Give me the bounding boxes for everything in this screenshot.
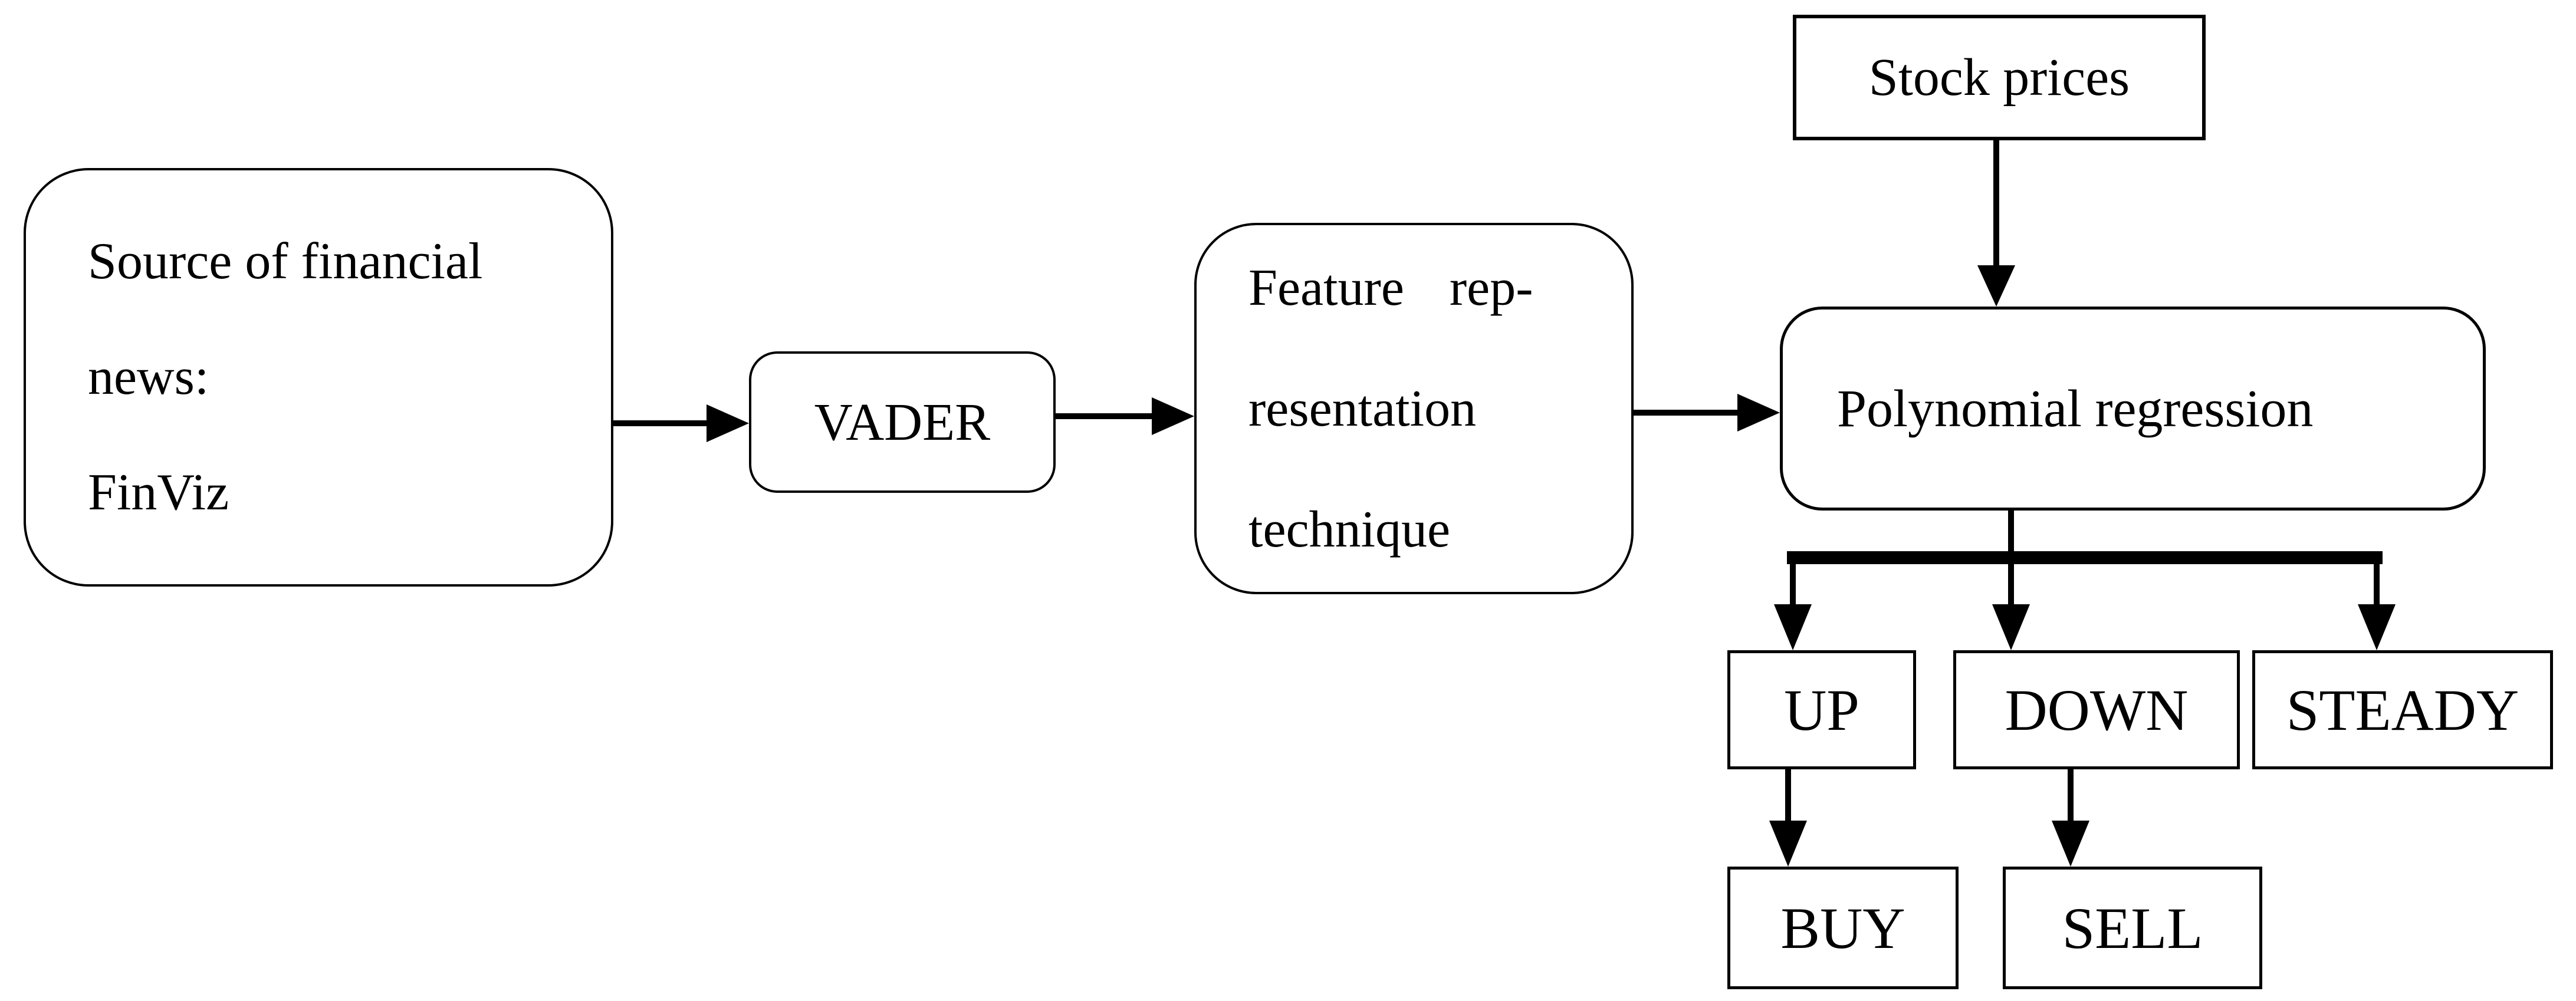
arrow-source-to-vader-line [612,420,707,426]
node-label: Stock prices [1868,48,2130,107]
node-label: news: [88,348,209,406]
node-label: BUY [1780,895,1905,961]
arrowhead-down-icon [1992,604,2030,650]
node-down: DOWN [1953,650,2240,769]
arrowhead-down-icon [2358,604,2396,650]
node-label: resentation [1248,380,1477,437]
node-label: STEADY [2286,677,2519,743]
node-feature-representation-technique: Feature rep- resentation technique [1194,223,1634,594]
node-label: UP [1784,677,1859,743]
arrowhead-right-icon [707,404,749,442]
arrowhead-right-icon [1152,397,1194,435]
node-label: Feature rep- [1248,259,1533,317]
arrow-stock-to-polynomial-line [1993,139,1999,266]
arrow-branch-to-up-line [1790,563,1796,604]
arrowhead-down-icon [1774,604,1812,650]
node-label: DOWN [2005,677,2189,743]
node-label: VADER [814,393,991,452]
node-stock-prices: Stock prices [1793,15,2206,140]
arrowhead-right-icon [1737,394,1780,432]
arrow-feature-to-polynomial-line [1632,410,1739,416]
node-up: UP [1727,650,1916,769]
branch-distribution-bar [1787,551,2383,564]
arrow-branch-to-steady-line [2374,563,2380,604]
node-label: Polynomial regression [1837,379,2314,438]
arrowhead-down-icon [1769,821,1807,867]
node-sell: SELL [2003,867,2262,989]
node-label: Source of financial [88,233,483,290]
node-label: technique [1248,500,1451,558]
node-source-of-financial-news: Source of financial news: FinViz [24,168,613,587]
node-steady: STEADY [2252,650,2553,769]
node-label: FinViz [88,464,229,521]
node-vader: VADER [749,351,1056,493]
arrow-vader-to-feature-line [1054,413,1152,419]
arrowhead-down-icon [1977,265,2015,307]
arrow-up-to-buy-line [1785,768,1791,821]
node-buy: BUY [1727,867,1959,989]
arrowhead-down-icon [2052,821,2089,867]
node-polynomial-regression: Polynomial regression [1780,307,2486,511]
node-label: SELL [2062,895,2203,961]
arrow-down-to-sell-line [2068,768,2074,821]
